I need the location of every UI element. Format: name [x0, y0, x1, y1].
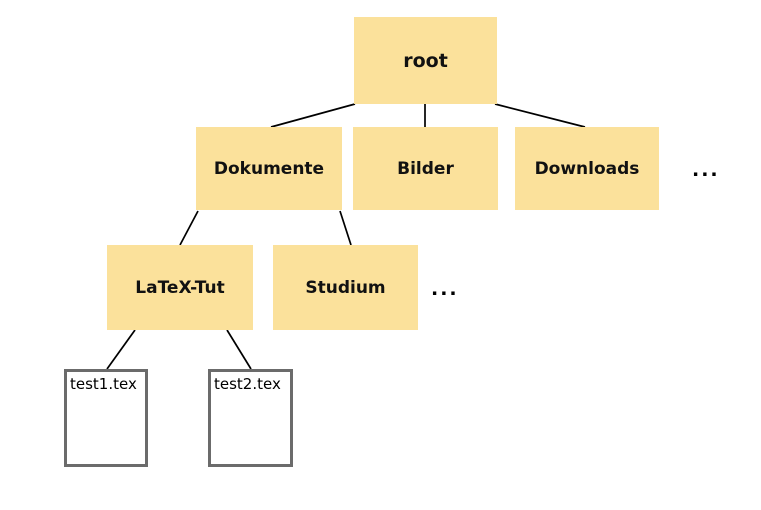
node-test1-tex: test1.tex	[64, 369, 148, 467]
node-bilder-label: Bilder	[397, 158, 454, 179]
node-test2-tex-label: test2.tex	[214, 375, 281, 393]
node-test1-tex-label: test1.tex	[70, 375, 137, 393]
node-test2-tex: test2.tex	[208, 369, 293, 467]
edge-dokumente-latex-tut	[179, 210, 199, 246]
node-bilder: Bilder	[353, 127, 498, 210]
node-root-label: root	[403, 49, 448, 72]
node-dokumente-label: Dokumente	[213, 158, 325, 179]
edge-latex-tut-test1	[106, 329, 136, 370]
edge-dokumente-studium	[339, 210, 352, 246]
node-studium: Studium	[273, 245, 418, 330]
node-studium-label: Studium	[305, 277, 386, 298]
ellipsis-level2: ...	[431, 278, 459, 300]
node-root: root	[354, 17, 497, 104]
ellipsis-level1: ...	[692, 159, 720, 181]
node-dokumente: Dokumente	[196, 127, 342, 210]
node-downloads: Downloads	[515, 127, 659, 210]
edge-root-dokumente	[270, 103, 356, 128]
node-downloads-label: Downloads	[534, 158, 640, 179]
node-latex-tut: LaTeX-Tut	[107, 245, 253, 330]
edge-latex-tut-test2	[226, 329, 252, 370]
edge-root-downloads	[494, 103, 586, 128]
node-latex-tut-label: LaTeX-Tut	[135, 277, 225, 298]
